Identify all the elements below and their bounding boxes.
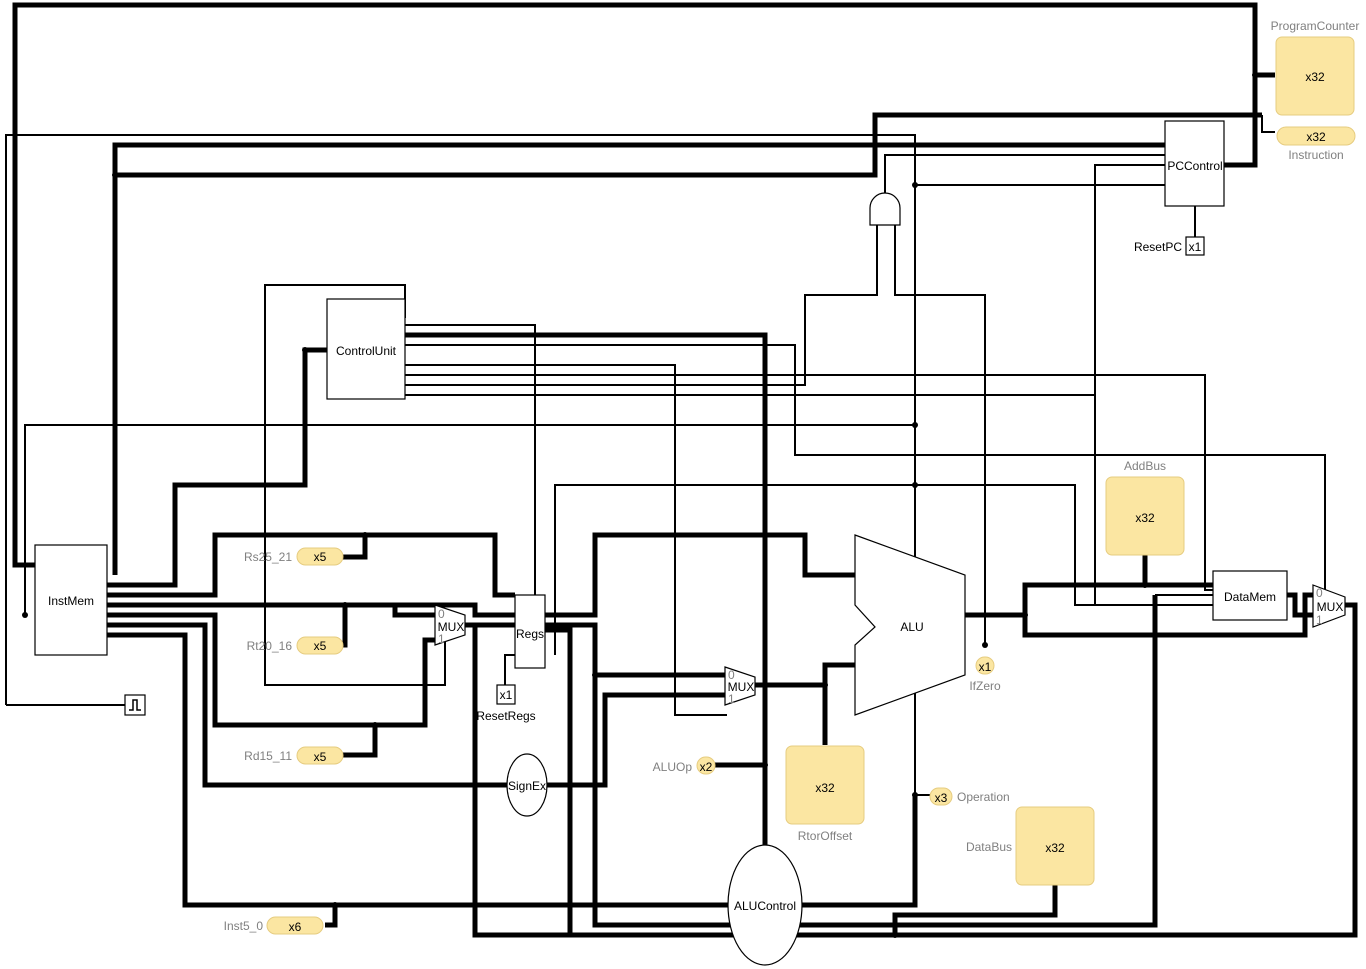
mux-alu-src-in0: 0 bbox=[728, 668, 735, 682]
junction-dots bbox=[22, 72, 1258, 938]
pin-operation-value: x3 bbox=[935, 791, 948, 805]
probe-data-bus-label: DataBus bbox=[966, 840, 1012, 854]
regs-block[interactable]: Regs bbox=[514, 594, 546, 669]
pin-rd[interactable]: Rd15_11 x5 bbox=[244, 746, 344, 765]
pin-alu-op-value: x2 bbox=[700, 760, 713, 774]
mux-reg-dst[interactable]: 0 MUX 1 bbox=[434, 604, 466, 646]
probe-data-bus-value: x32 bbox=[1045, 841, 1065, 855]
pin-instruction-value: x32 bbox=[1306, 130, 1326, 144]
mux-mem-to-reg-in0: 0 bbox=[1316, 586, 1323, 600]
sign-ext-label: SignEx bbox=[508, 779, 546, 793]
probe-rt-or-offset-label: RtorOffset bbox=[798, 829, 853, 843]
regs-label: Regs bbox=[516, 627, 544, 641]
pin-reset-pc-value: x1 bbox=[1189, 240, 1202, 254]
mux-mem-to-reg-label: MUX bbox=[1317, 600, 1344, 614]
pin-rt-value: x5 bbox=[314, 639, 327, 653]
pin-alu-op-label: ALUOp bbox=[653, 760, 693, 774]
pin-reset-regs-label: ResetRegs bbox=[476, 709, 535, 723]
mux-mem-to-reg-in1: 1 bbox=[1316, 613, 1323, 627]
mux-alu-src-label: MUX bbox=[728, 680, 755, 694]
pin-reset-regs-value: x1 bbox=[500, 688, 513, 702]
pin-instruction[interactable]: x32 Instruction bbox=[1276, 126, 1356, 162]
control-unit-label: ControlUnit bbox=[336, 344, 397, 358]
probe-rt-or-offset-value: x32 bbox=[815, 781, 835, 795]
control-unit-block[interactable]: ControlUnit bbox=[326, 298, 406, 400]
mux-alu-src[interactable]: 0 MUX 1 bbox=[724, 666, 756, 706]
pin-instruction-label: Instruction bbox=[1288, 148, 1343, 162]
pin-rs-label: Rs25_21 bbox=[244, 550, 292, 564]
pin-reset-regs[interactable]: x1 ResetRegs bbox=[476, 654, 536, 723]
mux-reg-dst-in0: 0 bbox=[438, 607, 445, 621]
and-gate-icon bbox=[869, 192, 901, 226]
pin-rs[interactable]: Rs25_21 x5 bbox=[244, 547, 344, 566]
pin-alu-op[interactable]: ALUOp x2 bbox=[653, 756, 716, 775]
pin-rd-value: x5 bbox=[314, 750, 327, 764]
probe-data-bus[interactable]: DataBus x32 bbox=[966, 806, 1095, 886]
probe-program-counter[interactable]: ProgramCounter x32 bbox=[1271, 19, 1360, 116]
alu-label: ALU bbox=[900, 620, 923, 634]
pin-operation[interactable]: x3 Operation bbox=[929, 787, 1010, 806]
pin-inst5-0-value: x6 bbox=[289, 920, 302, 934]
mux-reg-dst-label: MUX bbox=[438, 620, 465, 634]
probe-add-bus[interactable]: AddBus x32 bbox=[1105, 459, 1185, 556]
pin-rs-value: x5 bbox=[314, 550, 327, 564]
pin-reset-pc[interactable]: ResetPC x1 bbox=[1134, 236, 1205, 256]
mux-mem-to-reg[interactable]: 0 MUX 1 bbox=[1312, 584, 1346, 628]
probe-rt-or-offset[interactable]: x32 RtorOffset bbox=[785, 745, 865, 843]
pc-control-block[interactable]: PCControl bbox=[1164, 120, 1225, 207]
pin-reset-pc-label: ResetPC bbox=[1134, 240, 1182, 254]
clock-icon[interactable] bbox=[124, 694, 146, 716]
data-mem-label: DataMem bbox=[1224, 590, 1276, 604]
probe-program-counter-label: ProgramCounter bbox=[1271, 19, 1360, 33]
sign-ext-block[interactable]: SignEx bbox=[506, 753, 548, 817]
pin-inst5-0[interactable]: Inst5_0 x6 bbox=[224, 916, 324, 935]
pin-rt-label: Rt20_16 bbox=[247, 639, 293, 653]
pin-rd-label: Rd15_11 bbox=[244, 749, 292, 763]
mux-alu-src-in1: 1 bbox=[728, 692, 735, 706]
inst-mem-label: InstMem bbox=[48, 594, 94, 608]
pin-if-zero-label: IfZero bbox=[969, 679, 1001, 693]
pin-if-zero-value: x1 bbox=[979, 660, 992, 674]
inst-mem-block[interactable]: InstMem bbox=[34, 544, 108, 656]
pin-operation-label: Operation bbox=[957, 790, 1010, 804]
alu-control-label: ALUControl bbox=[734, 899, 796, 913]
data-mem-block[interactable]: DataMem bbox=[1212, 570, 1288, 621]
pin-rt[interactable]: Rt20_16 x5 bbox=[247, 636, 344, 655]
alu-control-block[interactable]: ALUControl bbox=[727, 844, 803, 966]
alu-block[interactable]: ALU bbox=[854, 534, 966, 716]
pc-control-label: PCControl bbox=[1167, 159, 1222, 173]
probe-add-bus-value: x32 bbox=[1135, 511, 1155, 525]
pin-inst5-0-label: Inst5_0 bbox=[224, 919, 264, 933]
mux-reg-dst-in1: 1 bbox=[438, 632, 445, 646]
probe-program-counter-value: x32 bbox=[1305, 70, 1325, 84]
pin-if-zero[interactable]: x1 IfZero bbox=[969, 656, 1001, 693]
probe-add-bus-label: AddBus bbox=[1124, 459, 1166, 473]
